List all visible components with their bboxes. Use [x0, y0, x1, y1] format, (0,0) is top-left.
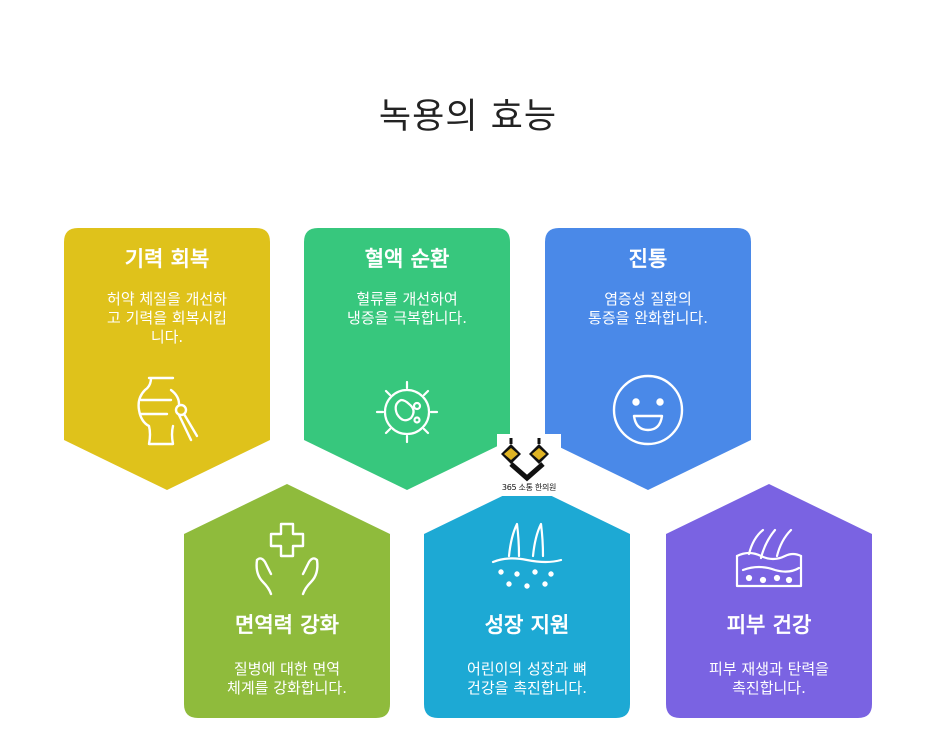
card-pain-relief: 진통 염증성 질환의 통증을 완화합니다. — [545, 228, 751, 490]
smiley-icon — [612, 374, 684, 446]
card-growth-support: 성장 지원 어린이의 성장과 뼈 건강을 촉진합니다. — [424, 484, 630, 746]
card-background — [545, 228, 751, 490]
card-title: 성장 지원 — [484, 613, 570, 637]
card-shape — [666, 484, 872, 718]
card-shape — [424, 484, 630, 718]
card-skin-health: 피부 건강 피부 재생과 탄력을 촉진합니다. — [666, 484, 872, 746]
card-description: 질병에 대한 면역 체계를 강화합니다. — [227, 660, 347, 697]
clinic-logo-text: 365 소통 한의원 — [501, 483, 557, 492]
jar-brush-icon — [137, 376, 199, 446]
clinic-logo: 365 소통 한의원 — [497, 434, 561, 496]
card-description: 염증성 질환의 통증을 완화합니다. — [588, 290, 708, 327]
card-description: 어린이의 성장과 뼈 건강을 촉진합니다. — [467, 660, 587, 697]
card-background — [666, 484, 872, 718]
card-title: 피부 건강 — [726, 613, 812, 637]
hands-cross-icon — [255, 522, 319, 596]
blood-cell-icon — [375, 380, 439, 444]
card-description: 혈류를 개선하여 냉증을 극복합니다. — [347, 290, 467, 327]
antler-logo-icon — [501, 438, 549, 482]
card-shape — [304, 228, 510, 490]
card-title: 혈액 순환 — [364, 247, 450, 271]
page-title: 녹용의 효능 — [378, 97, 558, 137]
card-energy-recovery: 기력 회복 허약 체질을 개선하 고 기력을 회복시킵 니다. — [64, 228, 270, 490]
card-background — [184, 484, 390, 718]
card-blood-circulation: 혈액 순환 혈류를 개선하여 냉증을 극복합니다. — [304, 228, 510, 490]
card-description: 허약 체질을 개선하 고 기력을 회복시킵 니다. — [107, 290, 227, 346]
card-shape — [545, 228, 751, 490]
card-description: 피부 재생과 탄력을 촉진합니다. — [709, 660, 829, 697]
card-background — [424, 484, 630, 718]
card-title: 기력 회복 — [124, 247, 210, 271]
growth-icon — [491, 522, 563, 589]
card-immunity-boost: 면역력 강화 질병에 대한 면역 체계를 강화합니다. — [184, 484, 390, 746]
card-shape — [64, 228, 270, 490]
skin-icon — [735, 528, 803, 588]
card-title: 진통 — [628, 247, 668, 271]
card-shape — [184, 484, 390, 718]
card-background — [304, 228, 510, 490]
card-title: 면역력 강화 — [235, 613, 339, 637]
card-background — [64, 228, 270, 490]
